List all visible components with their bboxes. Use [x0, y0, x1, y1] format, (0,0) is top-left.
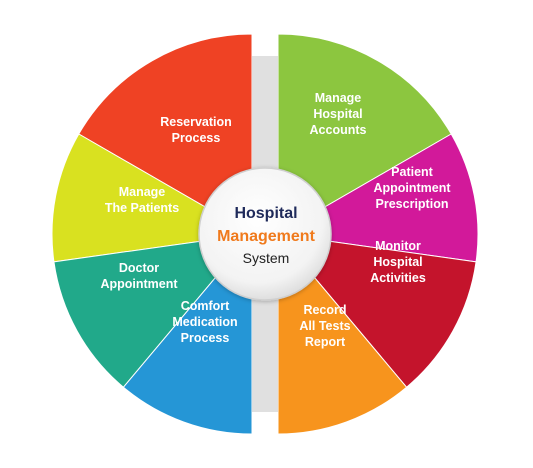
- center-subtitle-system: System: [243, 250, 290, 266]
- center-title-hospital: Hospital: [234, 205, 297, 222]
- segment-doctor-appointment: [53, 233, 254, 388]
- center-hub: Hospital Management System: [198, 167, 332, 301]
- segment-monitor-hospital-activities: [276, 233, 477, 388]
- segment-record-all-tests-report: [277, 232, 408, 435]
- segment-manage-hospital-accounts: [277, 33, 452, 235]
- center-hub-circle: [198, 167, 332, 301]
- segment-comfort-medication-process: [122, 232, 253, 435]
- center-title-management: Management: [217, 228, 315, 245]
- segment-reservation-process: [78, 33, 253, 235]
